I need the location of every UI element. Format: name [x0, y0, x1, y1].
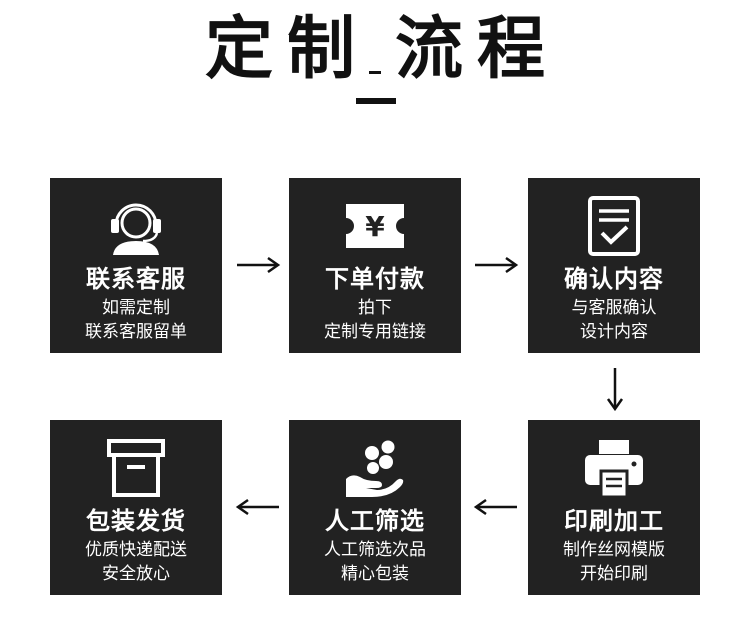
step-title: 联系客服 — [86, 265, 186, 293]
arrow-right-2 — [473, 255, 519, 275]
arrow-right-1 — [235, 255, 281, 275]
title-char: 定 — [204, 10, 273, 89]
title-char: 流 — [395, 10, 464, 89]
step-title: 下单付款 — [325, 265, 425, 293]
step-card-inspection: 人工筛选 人工筛选次品 精心包装 — [289, 420, 461, 595]
step-desc-line1: 与客服确认 — [571, 298, 657, 318]
box-icon — [101, 436, 171, 500]
step-desc-line1: 人工筛选次品 — [324, 540, 426, 560]
arrow-left-2 — [235, 497, 281, 517]
step-desc-line2: 联系客服留单 — [85, 322, 187, 342]
step-title: 人工筛选 — [325, 507, 425, 535]
customer-service-icon — [101, 194, 171, 258]
yen-symbol: ¥ — [365, 210, 385, 243]
arrow-down — [604, 366, 626, 412]
step-desc-line2: 精心包装 — [341, 564, 409, 584]
printer-icon — [579, 436, 649, 500]
step-desc-line2: 设计内容 — [580, 322, 648, 342]
arrow-left-1 — [473, 497, 519, 517]
step-desc-line1: 如需定制 — [102, 298, 170, 318]
step-card-printing: 印刷加工 制作丝网模版 开始印刷 — [528, 420, 700, 595]
step-title: 印刷加工 — [564, 507, 664, 535]
step-desc-line1: 优质快递配送 — [85, 540, 187, 560]
step-title: 确认内容 — [564, 265, 664, 293]
step-desc-line2: 定制专用链接 — [324, 322, 426, 342]
step-card-shipping: 包装发货 优质快递配送 安全放心 — [50, 420, 222, 595]
title-char: 制 — [286, 10, 355, 89]
document-check-icon — [579, 194, 649, 258]
step-card-contact: 联系客服 如需定制 联系客服留单 — [50, 178, 222, 353]
step-desc-line2: 开始印刷 — [580, 564, 648, 584]
step-card-confirm: 确认内容 与客服确认 设计内容 — [528, 178, 700, 353]
step-desc-line2: 安全放心 — [102, 564, 170, 584]
step-title: 包装发货 — [86, 507, 186, 535]
title-char: 程 — [477, 10, 546, 89]
yen-ticket-icon: ¥ — [340, 194, 410, 258]
step-card-payment: ¥ 下单付款 拍下 定制专用链接 — [289, 178, 461, 353]
title-separator — [369, 20, 381, 80]
hand-pick-icon — [340, 436, 410, 500]
page-title: 定 制 流 程 — [0, 10, 750, 90]
title-underline — [356, 98, 396, 104]
step-desc-line1: 拍下 — [358, 298, 392, 318]
step-desc-line1: 制作丝网模版 — [563, 540, 665, 560]
